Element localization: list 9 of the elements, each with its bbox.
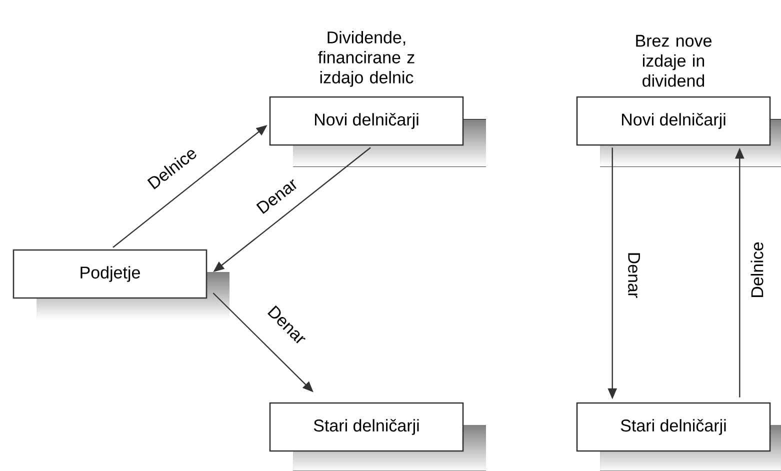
box: Stari delničarji	[576, 402, 771, 452]
box: Podjetje	[12, 249, 208, 299]
box: Stari delničarji	[269, 402, 464, 452]
box: Novi delničarji	[576, 96, 771, 146]
heading: Dividende, financirane z izdajo delnic	[318, 30, 414, 87]
edge-label: Delnice	[750, 242, 764, 297]
edge-label: Denar	[628, 253, 640, 298]
heading: Brez nove izdaje in dividend	[636, 34, 712, 87]
box: Novi delničarji	[269, 96, 464, 146]
